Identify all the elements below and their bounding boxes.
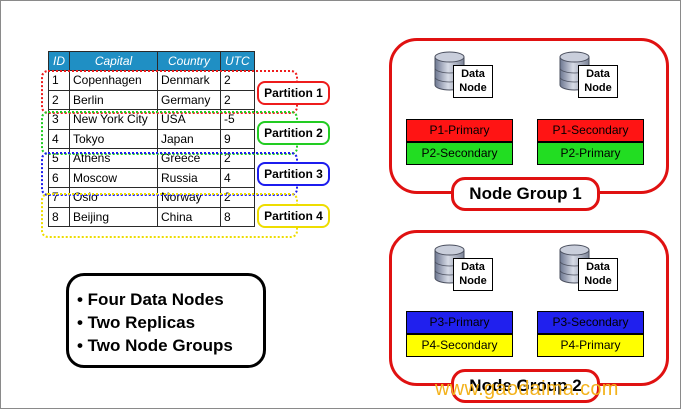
legend-box: • Four Data Nodes • Two Replicas • Two N… [66,273,266,368]
partition-1-label: Partition 1 [257,81,330,105]
partition-replica: P2-Primary [537,142,644,165]
partition-4-label: Partition 4 [257,204,330,228]
table-cell: USA [157,109,221,130]
partition-replica: P3-Primary [406,311,513,334]
table-cell: Germany [157,89,221,110]
node-group-2-title: Node Group 2 [451,369,600,403]
table-cell: Beijing [69,206,158,227]
data-node-label-line: Node [584,275,612,287]
data-node-label-line: Node [459,82,487,94]
partition-replica: P2-Secondary [406,142,513,165]
table-cell: 8 [220,206,255,227]
legend-item: • Two Replicas [77,313,196,332]
legend-item: • Four Data Nodes [77,290,224,309]
partition-3-label: Partition 3 [257,162,330,186]
data-node-label-line: Data [586,261,610,273]
partition-replica: P4-Primary [537,334,644,357]
node-group-2-box [389,230,669,386]
data-node-label-line: Node [459,275,487,287]
partition-replica: P3-Secondary [537,311,644,334]
table-cell: Russia [157,167,221,188]
data-node-label-line: Node [584,82,612,94]
column-header: UTC [220,51,255,71]
data-node-label-line: Data [586,68,610,80]
table-cell: New York City [69,109,158,130]
table-cell: Tokyo [69,128,158,149]
table-cell: Denmark [157,70,221,91]
data-node-label-line: Data [461,261,485,273]
legend-item: • Two Node Groups [77,336,233,355]
partition-2-label: Partition 2 [257,121,330,145]
watermark-text: www.gaodaima.com [435,378,619,400]
column-header: Capital [69,51,158,71]
partition-replica: P4-Secondary [406,334,513,357]
partition-replica: P1-Secondary [537,119,644,142]
node-group-1-box [389,38,669,194]
column-header: ID [48,51,70,71]
table-header-row: ID Capital Country UTC [48,51,255,71]
column-header: Country [157,51,221,71]
node-group-1-title: Node Group 1 [451,177,600,211]
partition-replica: P1-Primary [406,119,513,142]
data-node-label-line: Data [461,68,485,80]
table-cell: China [157,206,221,227]
